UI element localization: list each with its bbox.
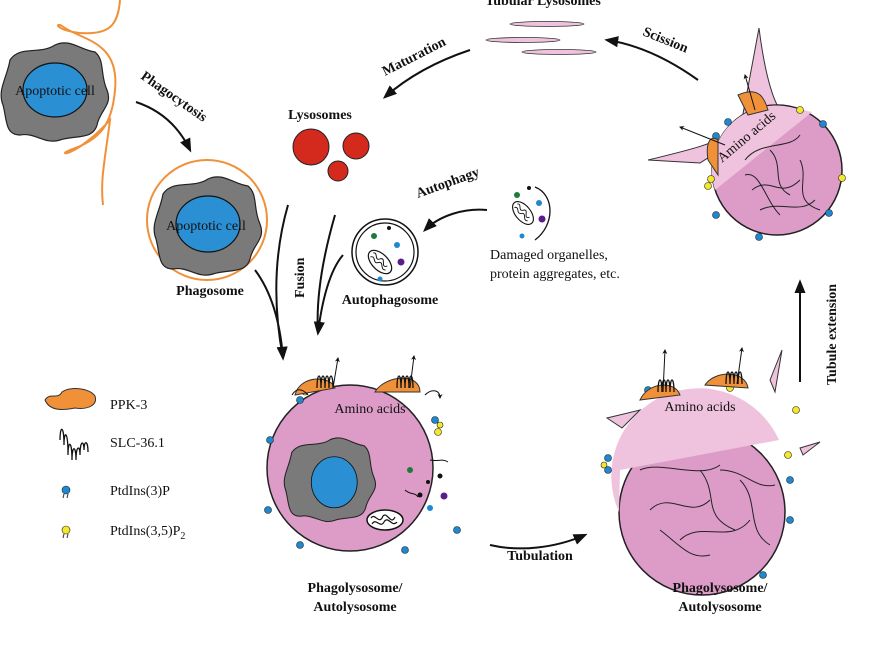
maturation-label: Maturation	[380, 35, 449, 80]
slc36-transporter-icon	[59, 428, 89, 461]
damaged-organelles-icon	[508, 186, 551, 241]
tubular-lysosomes-label: Tubular Lysosomes	[485, 0, 601, 9]
tubular-lysosomes	[485, 21, 597, 55]
lipid-blue-icon	[61, 485, 71, 495]
phagolysosome-right-label-line2: Autolysosome	[678, 600, 761, 615]
phagocytosis-arrow	[135, 101, 192, 153]
phagolysosome	[264, 355, 461, 554]
legend: PPK-3 SLC-36.1 PtdIns(3)P PtdIns(3,5)P2	[44, 388, 185, 542]
autophagosome-label: Autophagosome	[342, 293, 438, 308]
autophagy-arrow	[423, 208, 488, 232]
damaged-organelles-label-line2: protein aggregates, etc.	[490, 267, 620, 282]
tubule-extension-label: Tubule extension	[825, 284, 840, 385]
legend-label-ptdins3p: PtdIns(3)P	[110, 484, 170, 499]
fusion-arrow-autophagosome	[318, 214, 344, 333]
scission-arrow	[604, 36, 699, 81]
apoptotic-cell-label: Apoptotic cell	[15, 84, 95, 99]
engulfed-apoptotic-cell	[153, 176, 263, 276]
phagolysosome-right-label-line1: Phagolysosome/	[673, 581, 769, 596]
phagolysosome-label-line2: Autolysosome	[313, 600, 396, 615]
lysosomes	[292, 128, 370, 182]
amino-acids-label-left: Amino acids	[334, 402, 405, 417]
apoptotic-cell-label-2: Apoptotic cell	[166, 219, 246, 234]
autophagy-label: Autophagy	[414, 165, 481, 202]
tubulating-lysosome	[647, 27, 846, 241]
tubulation-label: Tubulation	[507, 549, 573, 564]
lysosomes-label: Lysosomes	[288, 108, 352, 123]
autophagosome	[351, 218, 419, 286]
ppk3-icon	[44, 388, 97, 411]
legend-label-ppk3: PPK-3	[110, 398, 147, 413]
maturation-arrow	[382, 49, 471, 99]
phagocytosis-label: Phagocytosis	[138, 69, 210, 126]
legend-label-ptdins35p2: PtdIns(3,5)P2	[110, 524, 185, 542]
tubulating-phagolysosome	[600, 347, 821, 596]
amino-acids-label-right: Amino acids	[664, 400, 735, 415]
fusion-arrow-phagosome	[254, 204, 288, 358]
phagosome-label: Phagosome	[176, 284, 244, 299]
damaged-organelles-label-line1: Damaged organelles,	[490, 248, 608, 263]
engulfing-membrane	[57, 0, 121, 206]
apoptotic-cell	[0, 42, 110, 142]
tubulation-arrow	[489, 533, 588, 550]
lipid-yellow-icon	[61, 525, 71, 535]
fusion-label: Fusion	[293, 257, 308, 298]
legend-label-slc36: SLC-36.1	[110, 436, 165, 451]
phagolysosome-label-line1: Phagolysosome/	[308, 581, 404, 596]
